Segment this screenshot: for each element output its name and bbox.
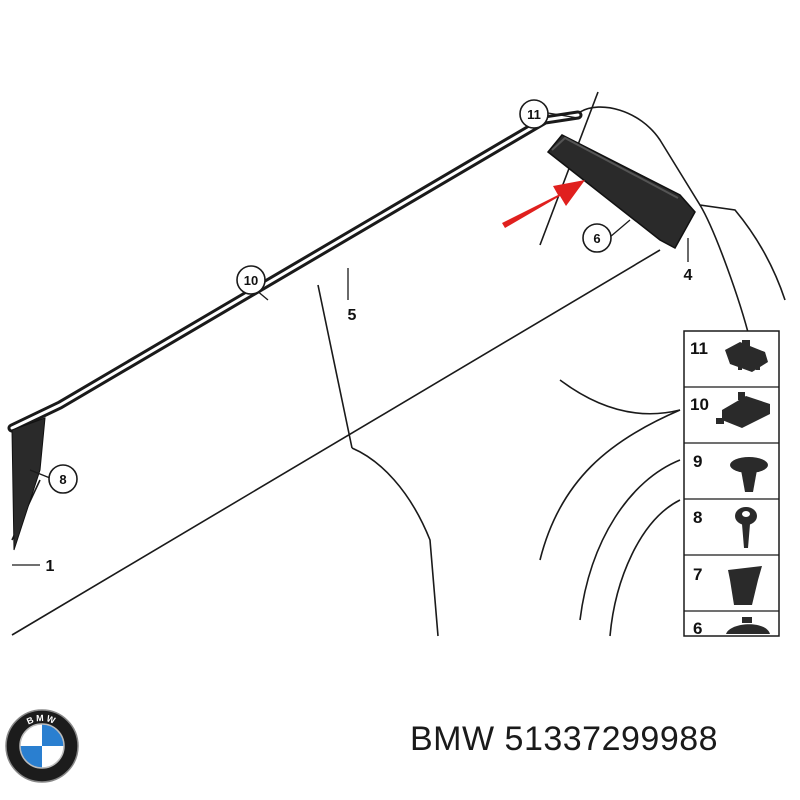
grommet-icon xyxy=(728,566,762,605)
pillar-trim-panel xyxy=(546,134,696,250)
roof-seal-strip xyxy=(7,110,583,433)
parts-diagram: 11 10 6 8 5 4 1 11 10 xyxy=(7,91,786,638)
label-1: 1 xyxy=(46,558,55,575)
left-trim-piece xyxy=(11,417,46,551)
svg-text:8: 8 xyxy=(59,472,66,487)
svg-text:11: 11 xyxy=(690,339,708,358)
legend-row-7: 7 xyxy=(693,565,762,605)
callout-6: 6 xyxy=(582,223,612,253)
svg-text:6: 6 xyxy=(593,231,600,246)
screw-icon xyxy=(735,507,757,548)
svg-text:8: 8 xyxy=(693,508,702,527)
svg-text:10: 10 xyxy=(244,273,258,288)
legend-row-10: 10 xyxy=(690,392,770,428)
svg-text:7: 7 xyxy=(693,565,702,584)
brand-name: BMW xyxy=(410,720,495,758)
label-4: 4 xyxy=(684,267,693,284)
legend-row-8: 8 xyxy=(693,507,757,548)
part-number: 51337299988 xyxy=(504,720,719,758)
label-5: 5 xyxy=(348,307,357,324)
legend-row-6: 6 xyxy=(693,617,770,638)
brand-part-number: BMW 51337299988 xyxy=(410,720,718,759)
grommet-icon xyxy=(726,617,770,634)
callout-10: 10 xyxy=(236,265,266,295)
push-rivet-icon xyxy=(730,457,768,492)
footer: BMW BMW 51337299988 xyxy=(0,680,800,800)
callout-8: 8 xyxy=(48,464,78,494)
svg-text:9: 9 xyxy=(693,452,702,471)
callout-11: 11 xyxy=(519,99,549,129)
svg-text:6: 6 xyxy=(693,619,702,638)
svg-text:BMW: BMW xyxy=(25,713,58,727)
clip-icon xyxy=(716,392,770,428)
svg-text:10: 10 xyxy=(690,395,709,414)
fastener-legend: 11 10 9 8 xyxy=(683,330,780,638)
clip-icon xyxy=(725,340,768,372)
legend-row-9: 9 xyxy=(693,452,768,492)
svg-text:11: 11 xyxy=(527,107,541,122)
highlight-arrow-icon xyxy=(502,180,585,228)
legend-row-11: 11 xyxy=(690,339,768,372)
bmw-logo-icon: BMW xyxy=(5,709,79,783)
